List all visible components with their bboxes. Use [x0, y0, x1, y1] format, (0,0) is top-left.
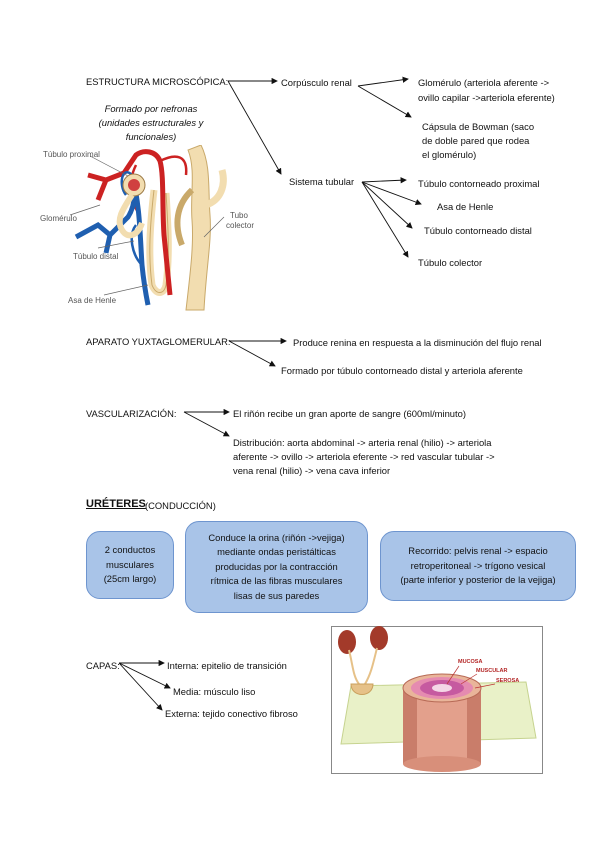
ureteres-subtitle: (CONDUCCIÓN) [145, 500, 216, 511]
ureter-box-recorrido: Recorrido: pelvis renal -> espacio retro… [380, 531, 576, 601]
bowman-text-2: de doble pared que rodea [422, 135, 530, 146]
nefrona-caption-3: funcionales) [125, 131, 177, 142]
fig-label-serosa: SEROSA [496, 678, 520, 684]
fig-label-muscular: MUSCULAR [476, 668, 508, 674]
aparato-item-1: Produce renina en respuesta a la disminu… [293, 337, 542, 348]
arrow-corpusculo-glomerulo [357, 76, 409, 87]
vascular-item-1: El riñón recibe un gran aporte de sangre… [233, 408, 466, 419]
fig-label-tubulo-distal: Túbulo distal [73, 252, 119, 261]
aparato-heading: APARATO YUXTAGLOMERULAR: [86, 336, 231, 347]
arrow-vascular-2 [183, 411, 230, 437]
fig-label-tubulo-proximal: Túbulo proximal [43, 150, 100, 159]
capas-heading: CAPAS: [86, 660, 120, 671]
fig-label-tubo-1: Tubo [230, 211, 248, 220]
arrow-capas-2 [118, 662, 171, 689]
corpusculo-label: Corpúsculo renal [281, 77, 352, 88]
ureter-layers-illustration [331, 626, 543, 774]
ureteres-title: URÉTERES [86, 498, 146, 510]
nefrona-caption-2: (unidades estructurales y [98, 117, 204, 128]
glomerulo-text-2: ovillo capilar ->arteriola eferente) [418, 92, 555, 103]
fig-label-mucosa: MUCOSA [458, 659, 483, 665]
ureter-box-conductos: 2 conductos musculares (25cm largo) [86, 531, 174, 599]
asa-henle-text: Asa de Henle [437, 201, 494, 212]
fig-label-asa-henle: Asa de Henle [68, 296, 117, 305]
capa-media: Media: músculo liso [173, 686, 256, 697]
vascular-item-2-line-3: vena renal (hilio) -> vena cava inferior [233, 465, 391, 476]
vascular-item-2-line-2: aferente -> ovillo -> arteriola eferente… [233, 451, 495, 462]
estructura-heading: ESTRUCTURA MICROSCÓPICA: [86, 76, 229, 87]
aparato-item-2: Formado por túbulo contorneado distal y … [281, 365, 523, 376]
ureter-box-funcion: Conduce la orina (riñón ->vejiga) median… [185, 521, 368, 613]
arrow-sistema-proximal [361, 177, 407, 184]
arrow-corpusculo-bowman [357, 85, 412, 118]
arrow-sistema-distal [361, 181, 413, 229]
nephron-illustration [69, 145, 227, 311]
fig-label-tubo-2: colector [226, 221, 255, 230]
tubulo-colector-text: Túbulo colector [418, 257, 483, 268]
nefrona-caption-1: Formado por nefronas [104, 103, 198, 114]
arrow-estructura-sistema [227, 80, 282, 175]
tubulo-proximal-text: Túbulo contorneado proximal [418, 178, 540, 189]
capa-interna: Interna: epitelio de transición [167, 660, 287, 671]
glomerulo-text-1: Glomérulo (arteriola aferente -> [418, 77, 550, 88]
tubulo-distal-text: Túbulo contorneado distal [424, 225, 532, 236]
arrow-sistema-colector [361, 181, 409, 258]
vascular-heading: VASCULARIZACIÓN: [86, 408, 177, 419]
capa-externa: Externa: tejido conectivo fibroso [165, 708, 298, 719]
sistema-tubular-label: Sistema tubular [289, 176, 355, 187]
bowman-text-3: el glomérulo) [422, 149, 477, 160]
arrow-sistema-henle [361, 181, 422, 206]
fig-label-glomerulo: Glomérulo [40, 214, 77, 223]
arrow-aparato-2 [228, 340, 276, 367]
vascular-item-2-line-1: Distribución: aorta abdominal -> arteria… [233, 437, 492, 448]
arrow-capas-3 [118, 662, 163, 711]
bowman-text-1: Cápsula de Bowman (saco [422, 121, 535, 132]
